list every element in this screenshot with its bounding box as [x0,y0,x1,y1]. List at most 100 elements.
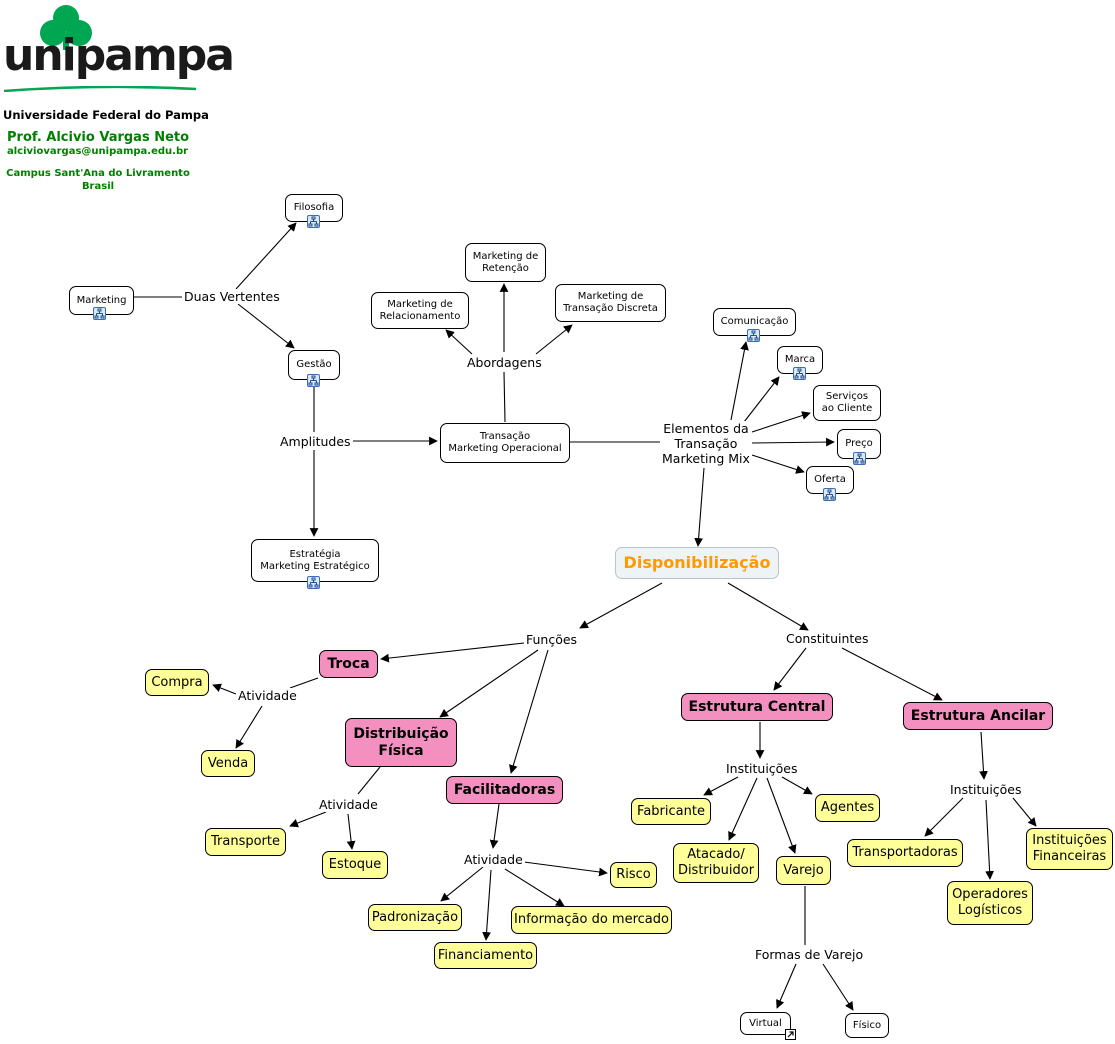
node-financiamento[interactable]: Financiamento [434,942,537,969]
edge-vertentes-filosofia [235,222,297,290]
label-instituicoes-ancilar: Instituições [948,782,1024,797]
edge-instituicoes-agentes [781,776,813,795]
edge-transacao-abordagens [503,371,506,423]
campus-line2: Brasil [81,180,115,192]
edge-funcoes-distribuicao [439,649,539,718]
edge-atividade-venda [235,705,263,749]
campus-line1: Campus Sant'Ana do Livramento [6,168,190,179]
logo-wordmark: unipampa [3,30,235,81]
edge-constituintes-central [773,647,807,691]
edge-atividade-padronizacao [440,866,484,902]
edge-elementos-disponibilizacao [694,467,705,547]
node-servicos[interactable]: Serviços ao Cliente [813,385,881,421]
node-estoque[interactable]: Estoque [322,851,388,879]
node-fisico[interactable]: Físico [845,1013,889,1038]
label-constituintes: Constituintes [784,631,871,646]
edge-constituintes-ancilar [841,647,943,701]
edge-instituicoes-atacado [728,777,758,841]
edge-atividade-transporte [289,811,327,828]
node-operadores[interactable]: Operadores Logísticos [947,881,1033,925]
submap-icon[interactable] [793,367,806,380]
node-facilitadoras[interactable]: Facilitadoras [446,776,563,804]
edge-elementos-oferta [751,454,805,474]
edge-atividade-risco [523,861,608,877]
edge-atividade-informacao [504,868,565,907]
node-retencao[interactable]: Marketing de Retenção [465,243,546,282]
node-relacionamento[interactable]: Marketing de Relacionamento [371,292,469,329]
submap-icon[interactable] [823,488,836,501]
edge-instituicoes-transportadoras [924,797,964,837]
edge-disp-funcoes [579,582,663,629]
professor-name: Prof. Alcivio Vargas Neto [7,130,190,145]
professor-email[interactable]: alciviovargas@unipampa.edu.br [7,146,189,157]
node-risco[interactable]: Risco [610,862,657,888]
edge-vertentes-gestao [237,303,295,349]
edge-instituicoes-fabricante [703,776,739,796]
node-discreta[interactable]: Marketing de Transação Discreta [555,284,666,322]
edge-atividade-estoque [346,813,356,850]
edge-elementos-comunicacao [730,341,749,421]
label-elementos: Elementos da Transação Marketing Mix [660,421,752,466]
university-name: Universidade Federal do Pampa [3,108,209,122]
campus-info: Campus Sant'Ana do Livramento Brasil [0,168,196,193]
edge-elementos-preco [751,437,835,447]
node-estrutura-central[interactable]: Estrutura Central [681,693,833,721]
edge-formas-fisico [822,963,854,1011]
edge-instituicoes-financeiras [1012,797,1037,827]
node-padronizacao[interactable]: Padronização [368,904,462,931]
node-inst-financeiras[interactable]: Instituições Financeiras [1026,828,1113,870]
edge-elementos-servicos [751,411,811,433]
node-agentes[interactable]: Agentes [815,794,880,822]
node-troca[interactable]: Troca [319,650,378,678]
clover-logo-icon [40,5,92,50]
node-varejo[interactable]: Varejo [776,856,831,885]
node-disponibilizacao[interactable]: Disponibilização [615,547,779,579]
node-compra[interactable]: Compra [145,669,209,696]
node-transacao[interactable]: Transação Marketing Operacional [440,423,570,463]
logo-swoosh [4,86,196,92]
edge-formas-virtual [776,963,797,1009]
edge-distribuicao-atividade [357,766,381,795]
edge-funcoes-troca [380,642,525,663]
edge-elementos-marca [743,376,780,423]
submap-icon[interactable] [853,452,866,465]
edge-instituicoes-operadores [985,799,994,880]
node-fabricante[interactable]: Fabricante [631,798,711,825]
node-transportadoras[interactable]: Transportadoras [847,839,963,867]
node-atacado[interactable]: Atacado/ Distribuidor [673,843,759,883]
university-logo: unipampa Universidade Federal do Pampa P… [0,0,235,200]
edge-instituicoes-varejo [766,777,797,854]
label-duas-vertentes: Duas Vertentes [182,289,282,304]
submap-icon[interactable] [307,576,320,589]
label-atividade-facilitadoras: Atividade [462,852,525,867]
node-venda[interactable]: Venda [201,750,255,777]
edge-abordagens-discreta [535,324,573,355]
node-estrutura-ancilar[interactable]: Estrutura Ancilar [903,702,1053,730]
submap-icon[interactable] [307,374,320,387]
edge-atividade-compra [212,683,237,695]
node-informacao[interactable]: Informação do mercado [511,906,672,934]
edge-troca-atividade [289,677,319,689]
label-amplitudes: Amplitudes [278,434,353,449]
node-virtual[interactable]: Virtual [740,1012,791,1035]
edge-disp-constituintes [727,582,809,631]
edge-ancilar-instituicoes [979,731,988,780]
label-atividade-troca: Atividade [236,688,299,703]
edge-funcoes-facilitadoras [509,649,549,774]
submap-icon[interactable] [307,215,320,228]
edge-abordagens-relacionamento [445,329,473,355]
node-distribuicao[interactable]: Distribuição Física [345,718,457,767]
label-funcoes: Funções [524,632,580,647]
edge-atividade-financiamento [482,869,492,941]
label-formas-varejo: Formas de Varejo [753,947,866,962]
submap-icon[interactable] [747,329,760,342]
external-link-icon[interactable] [785,1029,796,1040]
label-atividade-distribuicao: Atividade [317,797,380,812]
node-transporte[interactable]: Transporte [205,828,286,856]
edge-facilitadoras-atividade [489,803,500,849]
submap-icon[interactable] [93,307,106,320]
label-abordagens: Abordagens [465,355,544,370]
label-instituicoes-central: Instituições [724,761,800,776]
